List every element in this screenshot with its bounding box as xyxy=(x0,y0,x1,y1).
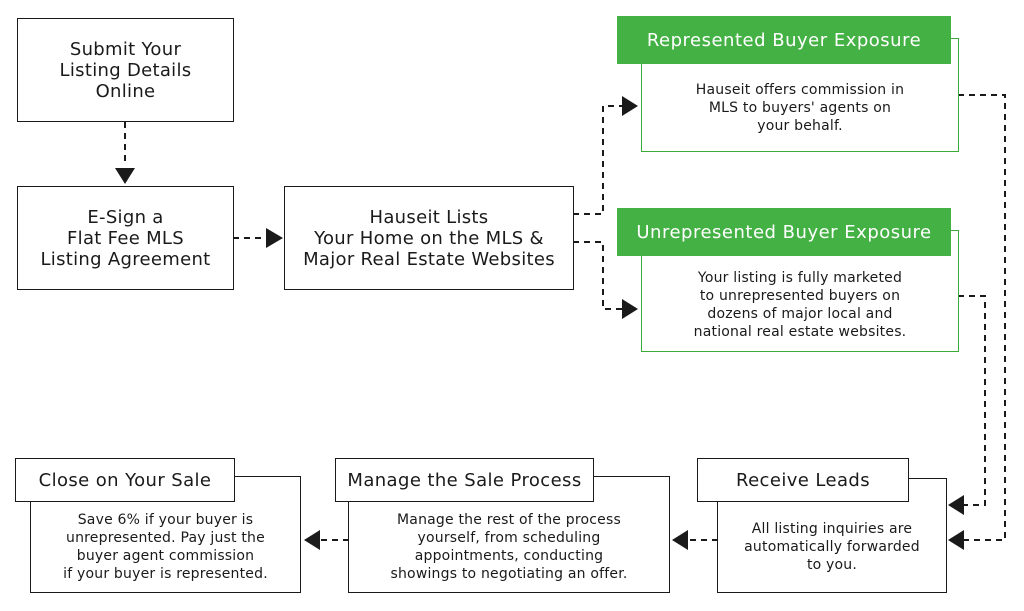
arrowhead-right xyxy=(622,96,638,116)
step-submit-listing: Submit Your Listing Details Online xyxy=(17,18,234,122)
arrowhead-right xyxy=(266,228,283,248)
arrowhead-left xyxy=(948,530,964,550)
step-hauseit-lists: Hauseit Lists Your Home on the MLS & Maj… xyxy=(284,186,574,290)
close-sale-title: Close on Your Sale xyxy=(15,458,235,502)
arrowhead-left xyxy=(672,530,688,550)
represented-buyer-title: Represented Buyer Exposure xyxy=(617,16,951,64)
manage-sale-title: Manage the Sale Process xyxy=(335,458,594,502)
arrowhead-left xyxy=(304,530,320,550)
arrow-unrepresented-to-leads xyxy=(950,295,986,506)
arrow-lists-to-represented xyxy=(573,105,624,215)
unrepresented-buyer-title: Unrepresented Buyer Exposure xyxy=(617,208,951,256)
arrowhead-left xyxy=(948,495,964,515)
arrow-represented-to-leads xyxy=(950,94,1006,541)
receive-leads-title: Receive Leads xyxy=(697,458,909,502)
arrowhead-down xyxy=(115,168,135,184)
arrowhead-right xyxy=(622,299,638,319)
step-esign-agreement: E-Sign a Flat Fee MLS Listing Agreement xyxy=(17,186,234,290)
arrow-lists-to-unrepresented xyxy=(573,241,624,310)
